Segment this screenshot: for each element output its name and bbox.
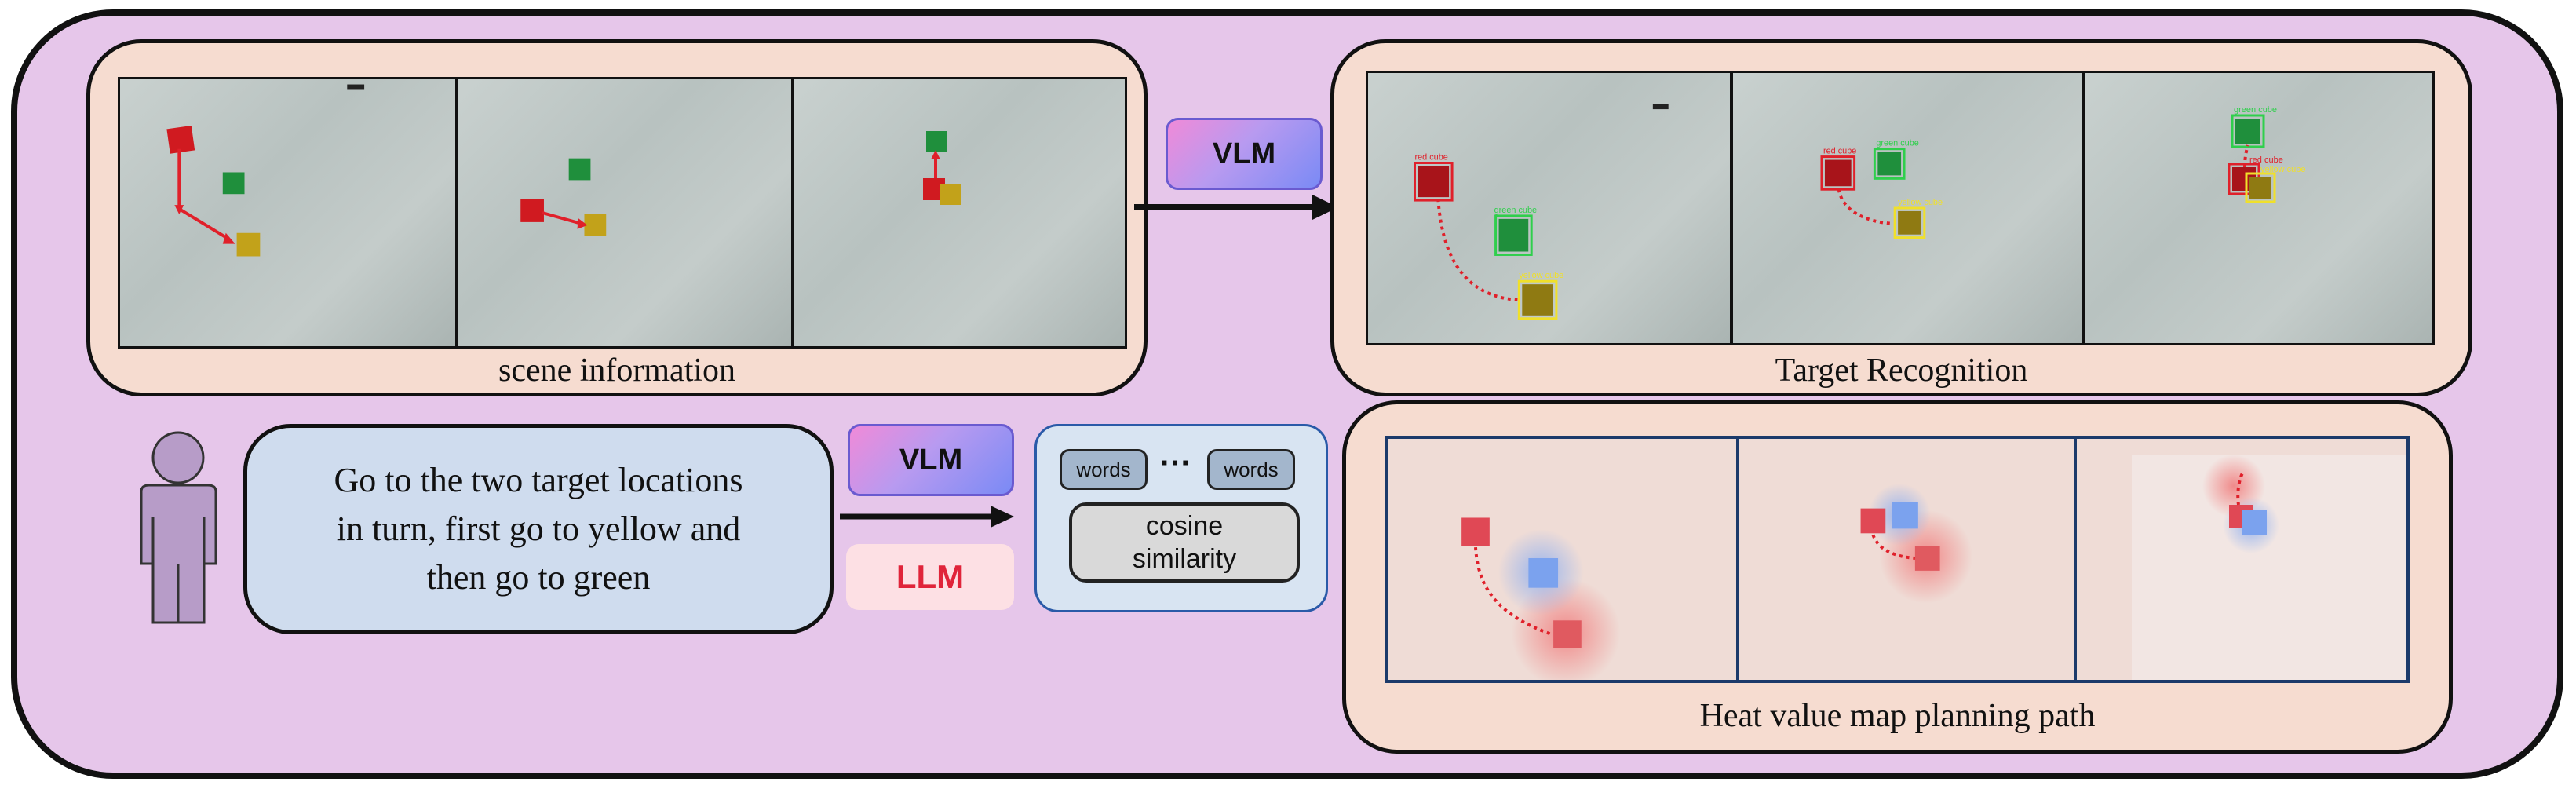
svg-text:red cube: red cube xyxy=(1414,153,1447,163)
instruction-line-3: then go to green xyxy=(426,558,651,597)
heatmap-1 xyxy=(1388,439,1739,680)
recognition-photo-3: green cube red cube yellow cube xyxy=(2085,73,2432,343)
vlm-button-top: VLM xyxy=(1166,118,1323,190)
scene-photo-2 xyxy=(458,79,794,346)
heatmap-3 xyxy=(2077,439,2406,680)
svg-text:yellow cube: yellow cube xyxy=(1519,271,1563,280)
scene-photo-1 xyxy=(120,79,458,346)
recognition-photo-1: red cube green cube yellow cube xyxy=(1368,73,1733,343)
scene-photo-strip xyxy=(118,77,1127,349)
recognition-photo-strip: red cube green cube yellow cube red cube… xyxy=(1366,71,2435,345)
heatmap-2 xyxy=(1739,439,2077,680)
recognition-photo-2-svg: red cube green cube yellow cube xyxy=(1820,139,1943,239)
heatmap-strip xyxy=(1385,436,2410,683)
recognition-photo-2: red cube green cube yellow cube xyxy=(1733,73,2085,343)
svg-text:red cube: red cube xyxy=(1823,147,1856,156)
word-chip-right: words xyxy=(1207,449,1295,490)
heatmap-2-svg xyxy=(1860,483,1973,604)
instruction-text: Go to the two target locations in turn, … xyxy=(334,456,743,602)
cosine-line-2: similarity xyxy=(1132,544,1237,574)
instruction-line-1: Go to the two target locations xyxy=(334,461,743,499)
scene-photo-2-svg xyxy=(520,158,607,236)
scene-photo-1-svg xyxy=(166,84,365,257)
cosine-line-1: cosine xyxy=(1145,511,1224,541)
scene-photo-3-svg xyxy=(923,131,961,205)
llm-button: LLM xyxy=(846,544,1014,610)
svg-text:yellow cube: yellow cube xyxy=(1898,198,1943,207)
heatmap-caption: Heat value map planning path xyxy=(1699,698,2096,734)
ellipsis: ··· xyxy=(1160,446,1191,480)
svg-text:green cube: green cube xyxy=(2234,105,2277,115)
cosine-similarity-box: cosine similarity xyxy=(1069,502,1300,583)
svg-text:yellow cube: yellow cube xyxy=(2260,165,2305,174)
instruction-line-2: in turn, first go to yellow and xyxy=(336,510,741,548)
recognition-photo-1-svg: red cube green cube yellow cube xyxy=(1413,104,1669,320)
vlm-button-middle: VLM xyxy=(848,424,1014,496)
svg-text:red cube: red cube xyxy=(2249,155,2283,165)
heatmap-3-svg xyxy=(2132,455,2406,680)
recognition-photo-3-svg: green cube red cube yellow cube xyxy=(2228,105,2305,203)
word-chip-left: words xyxy=(1060,449,1148,490)
scene-photo-3 xyxy=(794,79,1125,346)
scene-information-caption: scene information xyxy=(498,352,736,389)
person-icon xyxy=(140,431,217,624)
target-recognition-caption: Target Recognition xyxy=(1775,352,2028,389)
heatmap-1-svg xyxy=(1461,517,1621,680)
svg-text:green cube: green cube xyxy=(1876,139,1919,148)
svg-text:green cube: green cube xyxy=(1494,206,1538,215)
instruction-bubble: Go to the two target locations in turn, … xyxy=(243,424,834,634)
